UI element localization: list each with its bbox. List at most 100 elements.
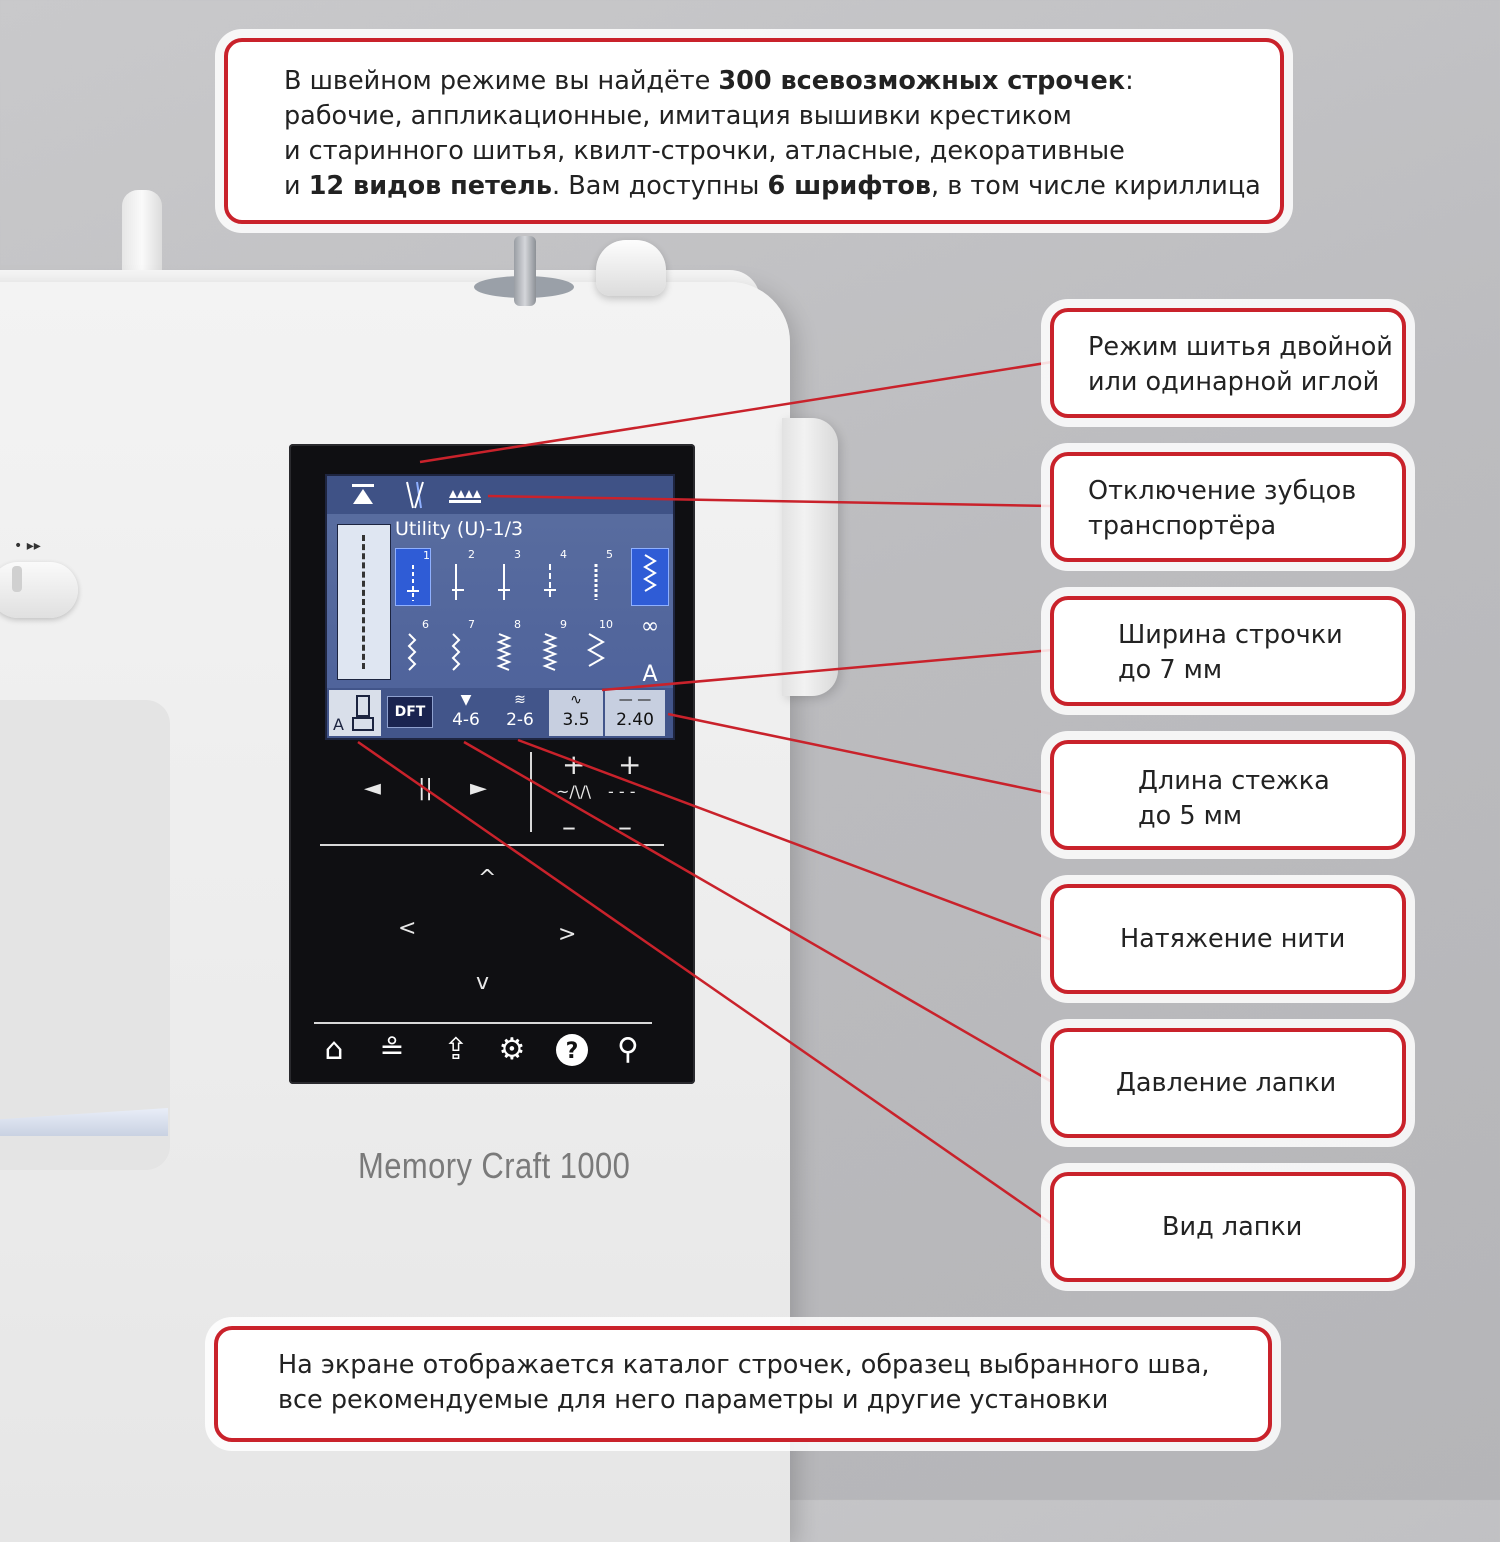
needle-mode-line-1: Режим шитья двойной: [1088, 332, 1393, 362]
needle-up-icon[interactable]: [345, 480, 381, 510]
stitch-3[interactable]: 3: [487, 548, 521, 604]
length-plus-button[interactable]: +: [618, 748, 642, 781]
intro-line-2: рабочие, аппликационные, имитация вышивк…: [284, 101, 1072, 131]
line-needle-mode: [419, 360, 1053, 464]
thread-tension-value: 2-6: [506, 710, 534, 730]
down-arrow-button[interactable]: v: [476, 970, 490, 995]
stitch-7[interactable]: 7: [441, 618, 475, 674]
stitch-width-icon: ∿: [570, 692, 582, 708]
stitch-3-icon: [498, 564, 510, 600]
utility-category-icon[interactable]: [631, 548, 669, 606]
straight-stitch-icon: [407, 565, 419, 601]
stitch-width-param[interactable]: ∿ 3.5: [549, 690, 603, 736]
stitch-number: 9: [560, 618, 567, 631]
right-arrow-button[interactable]: >: [558, 922, 577, 947]
sewing-area: [0, 700, 170, 1170]
stitch-width-callout: Ширина строчки до 7 мм: [1050, 596, 1406, 706]
needle-mode-callout: Режим шитья двойной или одинарной иглой: [1050, 308, 1406, 418]
stitch-4-icon: [544, 564, 556, 600]
stitch-length-param[interactable]: — — 2.40: [605, 690, 665, 736]
key-icon[interactable]: ⚲: [617, 1032, 639, 1067]
up-arrow-button[interactable]: ^: [478, 866, 497, 891]
upload-icon[interactable]: ⇪: [443, 1032, 469, 1067]
stitch-width-line-1: Ширина строчки: [1118, 620, 1343, 650]
stitch-length-icon: — —: [618, 692, 652, 708]
length-dash-icon: - - -: [608, 782, 636, 801]
stitch-number: 1: [423, 549, 430, 562]
outro-line-1: На экране отображается каталог строчек, …: [278, 1350, 1210, 1380]
intro-line-3: и старинного шитья, квилт-строчки, атлас…: [284, 136, 1125, 166]
stitch-number: 8: [514, 618, 521, 631]
stitch-length-line-1: Длина стежка: [1138, 766, 1330, 796]
stitch-number: 2: [468, 548, 475, 561]
alphabet-category-icon[interactable]: A: [642, 662, 658, 687]
left-arrow-button[interactable]: <: [398, 916, 417, 941]
width-minus-button[interactable]: –: [562, 810, 576, 843]
prev-pattern-button[interactable]: ◄: [364, 776, 381, 801]
stitch-number: 6: [422, 618, 429, 631]
stitch-width-value: 3.5: [562, 710, 590, 730]
help-icon[interactable]: ?: [552, 1032, 592, 1076]
width-wave-icon: ~/\/\: [556, 782, 591, 801]
gear-icon[interactable]: ⚙: [498, 1032, 526, 1067]
speed-icons: • ▸▸: [14, 538, 41, 554]
presser-foot-indicator[interactable]: A: [329, 690, 381, 736]
stitch-1[interactable]: 1: [395, 548, 431, 606]
twin-needle-icon[interactable]: [397, 480, 433, 510]
foot-pressure-callout: Давление лапки: [1050, 1028, 1406, 1138]
stitch-10[interactable]: 10: [579, 618, 613, 674]
feed-dogs-icon[interactable]: [445, 480, 485, 510]
next-pattern-button[interactable]: ►: [470, 776, 487, 801]
stitch-2-icon: [452, 564, 464, 600]
foot-pressure-value: 4-6: [452, 710, 480, 730]
home-icon[interactable]: ⌂: [324, 1032, 344, 1067]
foot-pressure-param[interactable]: ▼ 4-6: [439, 690, 493, 736]
width-plus-button[interactable]: +: [562, 748, 586, 781]
stitch-5[interactable]: 5: [579, 548, 613, 604]
thread-tension-param[interactable]: ≋ 2-6: [493, 690, 547, 736]
foot-pressure-icon: ▼: [460, 692, 472, 708]
lcd-screen: Utility (U)-1/3 1 2 3 4 5 6 7: [325, 474, 675, 740]
feed-dogs-callout: Отключение зубцов транспортёра: [1050, 452, 1406, 562]
stitch-4[interactable]: 4: [533, 548, 567, 604]
stitch-9[interactable]: 9: [533, 618, 567, 674]
svg-text:?: ?: [566, 1039, 579, 1064]
spool-pin: [514, 236, 536, 306]
stitch-length-line-2: до 5 мм: [1138, 801, 1243, 831]
stitch-number: 3: [514, 548, 521, 561]
needle-mode-line-2: или одинарной иглой: [1088, 367, 1380, 397]
stitch-number: 4: [560, 548, 567, 561]
thread-tension-label: Натяжение нити: [1120, 924, 1346, 954]
intro-callout: В швейном режиме вы найдёте 300 всевозмо…: [224, 38, 1284, 224]
foot-type-callout: Вид лапки: [1050, 1172, 1406, 1282]
foot-pressure-label: Давление лапки: [1116, 1068, 1337, 1098]
stitch-preview: [337, 524, 391, 680]
dft-button[interactable]: DFT: [387, 696, 433, 728]
line-stitch-length: [667, 712, 1053, 796]
control-divider: [530, 752, 532, 832]
callout-lines: [357, 360, 1053, 1226]
bobbin-winder-knob: [596, 240, 666, 296]
lcd-parameter-bar: A DFT ▼ 4-6 ≋ 2-6 ∿ 3.5 — — 2.40: [327, 688, 673, 738]
stitch-6-icon: [407, 633, 417, 671]
feed-dogs-line-1: Отключение зубцов: [1088, 476, 1357, 506]
feed-dogs-line-2: транспортёра: [1088, 511, 1277, 541]
intro-line-1: В швейном режиме вы найдёте 300 всевозмо…: [284, 66, 1134, 96]
speed-slider-knob: [12, 566, 22, 592]
line-foot-type: [357, 740, 1053, 1226]
stitch-number: 10: [599, 618, 613, 631]
stitch-5-icon: [594, 564, 598, 600]
stitch-number: 7: [468, 618, 475, 631]
stitch-edit-icon[interactable]: ≗: [379, 1032, 405, 1067]
stitch-2[interactable]: 2: [441, 548, 475, 604]
stitch-length-callout: Длина стежка до 5 мм: [1050, 740, 1406, 850]
length-minus-button[interactable]: –: [618, 810, 632, 843]
stitch-category-title: Utility (U)-1/3: [395, 518, 524, 540]
line-stitch-width: [601, 648, 1053, 692]
stitch-length-value: 2.40: [616, 710, 654, 730]
decorative-category-icon[interactable]: ∞: [640, 614, 660, 639]
stitch-6[interactable]: 6: [395, 618, 429, 674]
stitch-number: 5: [606, 548, 613, 561]
stitch-8[interactable]: 8: [487, 618, 521, 674]
stitch-8-icon: [496, 633, 512, 671]
